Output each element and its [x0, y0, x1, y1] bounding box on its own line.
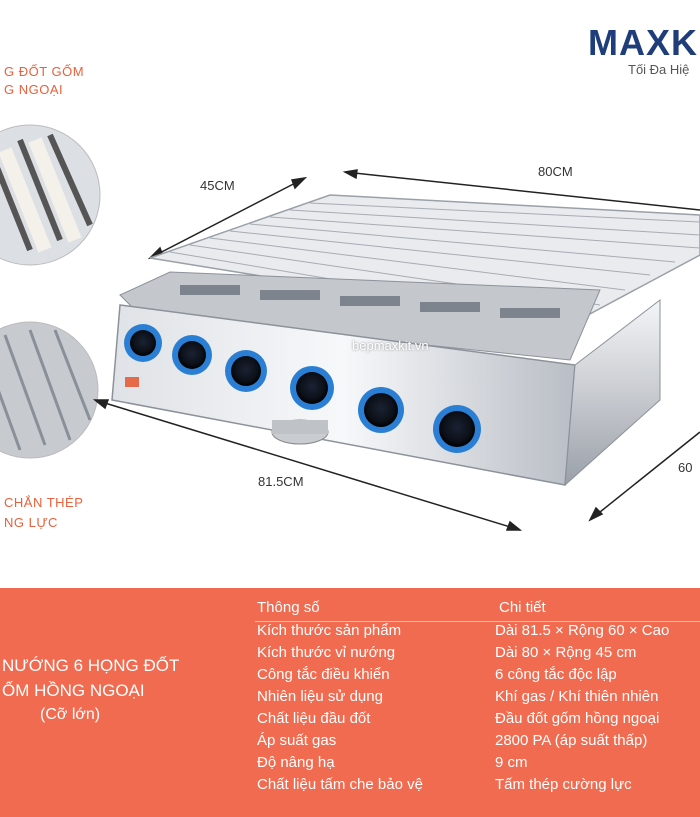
spec-param: Kích thước sản phẩm — [257, 622, 402, 639]
spec-param: Công tắc điều khiển — [257, 666, 390, 683]
control-knob — [172, 335, 212, 375]
brand-name: MAXKI — [588, 22, 700, 63]
spec-header-param: Thông số — [257, 599, 320, 616]
spec-detail: 9 cm — [495, 754, 528, 771]
dimension-grill-depth: 45CM — [200, 178, 235, 193]
brand-logo: MAXKI — [588, 22, 700, 64]
product-illustration — [0, 124, 700, 531]
spec-detail: Khí gas / Khí thiên nhiên — [495, 688, 659, 705]
spec-detail: Tấm thép cường lực — [495, 776, 632, 793]
feature-bottom-line1: CHẮN THÉP — [4, 495, 84, 510]
spec-detail: Đầu đốt gốm hồng ngoại — [495, 710, 660, 727]
dimension-body-depth: 60 — [678, 460, 693, 475]
control-knob — [433, 405, 481, 453]
spec-detail: 2800 PA (áp suất thấp) — [495, 732, 648, 749]
spec-detail: Dài 81.5 × Rộng 60 × Cao — [495, 622, 670, 639]
dimension-grill-width: 80CM — [538, 164, 573, 179]
control-knob — [358, 387, 404, 433]
feature-top-line1: G ĐỐT GỐM — [4, 64, 85, 79]
spec-detail: Dài 80 × Rộng 45 cm — [495, 644, 637, 661]
feature-bottom-line2: NG LỰC — [4, 515, 58, 530]
spec-param: Độ nâng hạ — [257, 754, 335, 771]
spec-param: Nhiên liệu sử dụng — [257, 688, 383, 705]
spec-param: Chất liệu đầu đốt — [257, 710, 371, 727]
spec-detail: 6 công tắc độc lập — [495, 666, 617, 683]
steel-shield-detail-circle — [0, 321, 99, 459]
dimension-body-width: 81.5CM — [258, 474, 304, 489]
dimension-lines — [92, 169, 700, 531]
side-panel — [564, 298, 661, 487]
spec-param: Kích thước vỉ nướng — [257, 644, 396, 661]
product-size: (Cỡ lớn) — [40, 706, 101, 723]
control-knob — [225, 350, 267, 392]
feature-top-line2: G NGOẠI — [4, 82, 64, 97]
spec-header-detail: Chi tiết — [499, 599, 546, 616]
product-title-line1: NƯỚNG 6 HỌNG ĐỐT — [2, 656, 180, 675]
brand-tagline: Tối Đa Hiệ — [628, 62, 690, 77]
watermark: bepmaxkit.vn — [352, 338, 429, 353]
spec-divider — [255, 621, 700, 622]
burner-detail-circle — [0, 124, 101, 266]
control-knob — [290, 366, 334, 410]
control-knob — [124, 324, 162, 362]
spec-panel — [0, 588, 700, 817]
product-title-line2: ỐM HỒNG NGOẠI — [2, 681, 145, 700]
spec-param: Chất liệu tấm che bảo vệ — [257, 776, 423, 793]
spec-param: Áp suất gas — [257, 732, 337, 749]
igniter-icon — [125, 377, 139, 387]
